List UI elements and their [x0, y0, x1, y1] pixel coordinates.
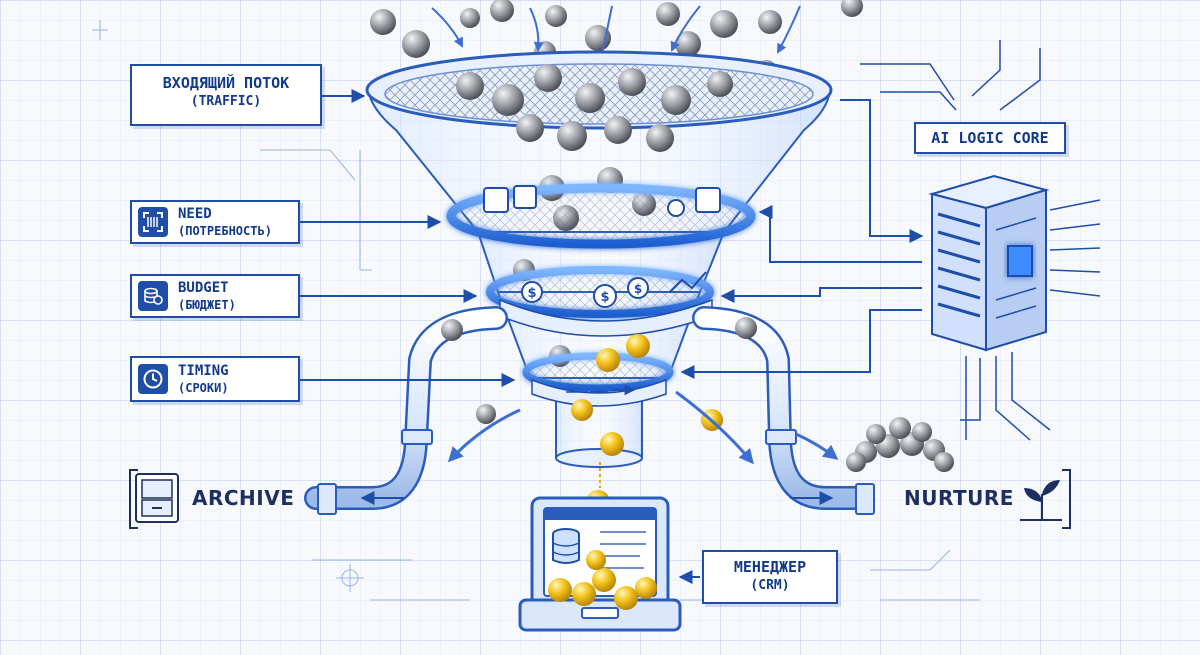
ai-core-label: AI LOGIC CORE: [914, 122, 1066, 154]
ai-circuit-lines: [860, 40, 1101, 441]
need-label: NEED (ПОТРЕБНОСТЬ): [130, 200, 300, 244]
traffic-label-title: ВХОДЯЩИЙ ПОТОК: [162, 74, 290, 92]
dollar-coin-icon: $: [627, 277, 649, 299]
sprout-icon: [1020, 480, 1062, 521]
scan-icon: [483, 187, 509, 213]
timing-label-subtitle: (СРОКИ): [178, 381, 229, 395]
archive-pipe: [304, 306, 508, 515]
archive-label: ARCHIVE: [192, 486, 295, 510]
nurture-lead-pile: [846, 417, 954, 472]
timing-label: TIMING (СРОКИ): [130, 356, 300, 402]
incoming-leads: [370, 0, 863, 84]
manager-label-subtitle: (CRM): [750, 578, 790, 593]
archive-group: [129, 469, 179, 529]
timing-label-title: TIMING: [178, 363, 229, 379]
nurture-label: NURTURE: [904, 486, 1014, 510]
need-label-title: NEED: [178, 206, 212, 222]
need-filter-ring: [446, 183, 756, 249]
svg-text:$: $: [634, 282, 642, 296]
nurture-pipe: [692, 306, 875, 515]
label-connectors: [300, 89, 924, 387]
scan-icon: [138, 207, 168, 237]
clock-icon: [138, 364, 168, 394]
reject-arrows: [447, 390, 839, 465]
svg-text:$: $: [527, 286, 536, 301]
traffic-label-subtitle: (TRAFFIC): [190, 94, 262, 109]
file-drawer-icon: [135, 473, 179, 523]
budget-filter-ring: $ $ $: [486, 266, 714, 337]
hand-icon: [695, 187, 721, 213]
nurture-group: [1020, 469, 1071, 529]
manager-label: МЕНЕДЖЕР (CRM): [702, 550, 838, 604]
blueprint-decorations: [92, 20, 980, 601]
dollar-coin-icon: $: [521, 281, 543, 303]
manager-label-title: МЕНЕДЖЕР: [733, 558, 807, 576]
dollar-coin-icon: $: [593, 284, 617, 308]
timing-filter-ring: [522, 352, 674, 407]
ai-core-label-title: AI LOGIC CORE: [931, 129, 1049, 147]
budget-label-title: BUDGET: [178, 280, 229, 296]
server-rack-icon: [928, 174, 1050, 352]
budget-label: BUDGET (БЮДЖЕТ): [130, 274, 300, 318]
scan-icon: [513, 185, 537, 209]
location-pin-icon: [667, 199, 685, 217]
database-icon: [552, 528, 580, 564]
crm-briefcase: [518, 496, 682, 632]
traffic-label: ВХОДЯЩИЙ ПОТОК (TRAFFIC): [130, 64, 322, 126]
coins-icon: [138, 281, 168, 311]
svg-text:$: $: [600, 290, 609, 305]
trend-chart-icon: [669, 271, 707, 293]
need-label-subtitle: (ПОТРЕБНОСТЬ): [178, 224, 272, 238]
budget-label-subtitle: (БЮДЖЕТ): [178, 298, 236, 312]
